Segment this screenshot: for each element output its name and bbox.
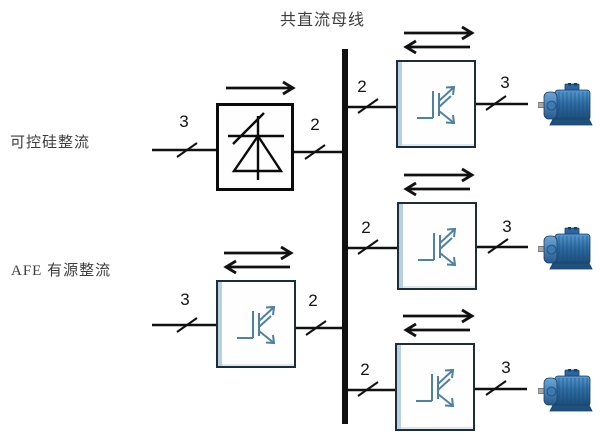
igbt-symbol-icon [417,85,456,125]
igbt-symbol-icon [237,305,276,345]
diagram-title: 共直流母线 [280,12,366,29]
afe-dc-link-line [296,320,342,336]
drive3-flow-arrow-right-icon [403,308,475,324]
drive3-dc-line [348,381,396,397]
thyristor-input-phase-count: 3 [179,112,189,131]
drive2-dc-wire-count: 2 [361,218,371,237]
thyristor-dc-wire-count: 2 [310,115,320,134]
drive2-motor-line [477,238,528,254]
afe-dc-wire-count: 2 [308,291,318,310]
drive2-flow-arrow-left-icon [403,181,470,197]
drive1-inverter-box [396,60,476,148]
afe-flow-arrow-left-icon [223,259,290,275]
drive1-dc-wire-count: 2 [357,77,367,96]
igbt-symbol-icon [418,227,457,267]
afe-rectifier-label: AFE 有源整流 [11,263,112,279]
afe-rectifier-box [216,280,296,368]
drive2-inverter-box [397,202,477,290]
drive1-dc-line [348,98,396,114]
thyristor-input-line [152,142,216,158]
drive2-dc-line [348,239,397,255]
motor-icon [538,227,593,270]
thyristor-symbol-icon [228,112,284,180]
motor-icon [538,83,593,126]
drive1-flow-arrow-right-icon [404,25,475,41]
drive1-flow-arrow-left-icon [403,39,470,55]
motor-icon [538,369,593,412]
afe-input-phase-count: 3 [180,290,190,309]
drive1-motor-phase-count: 3 [500,73,510,92]
afe-flow-arrow-right-icon [224,245,294,261]
drive3-motor-phase-count: 3 [501,358,511,377]
thyristor-rectifier-label: 可控硅整流 [10,135,91,151]
afe-input-line [152,317,216,333]
thyristor-rectifier-box [216,103,294,191]
drive2-flow-arrow-right-icon [404,167,475,183]
drive3-dc-wire-count: 2 [360,360,370,379]
drive2-motor-phase-count: 3 [502,217,512,236]
drive2-motor [538,227,598,271]
drive3-motor [538,369,598,413]
drive1-motor [538,83,598,127]
drive3-inverter-box [395,343,475,431]
drive3-flow-arrow-left-icon [403,322,470,338]
thyristor-dc-link-line [294,144,342,160]
igbt-symbol-icon [416,368,455,408]
drive1-motor-line [476,95,528,111]
drive3-motor-line [475,380,527,396]
thyristor-flow-arrow-right-icon [226,80,296,96]
